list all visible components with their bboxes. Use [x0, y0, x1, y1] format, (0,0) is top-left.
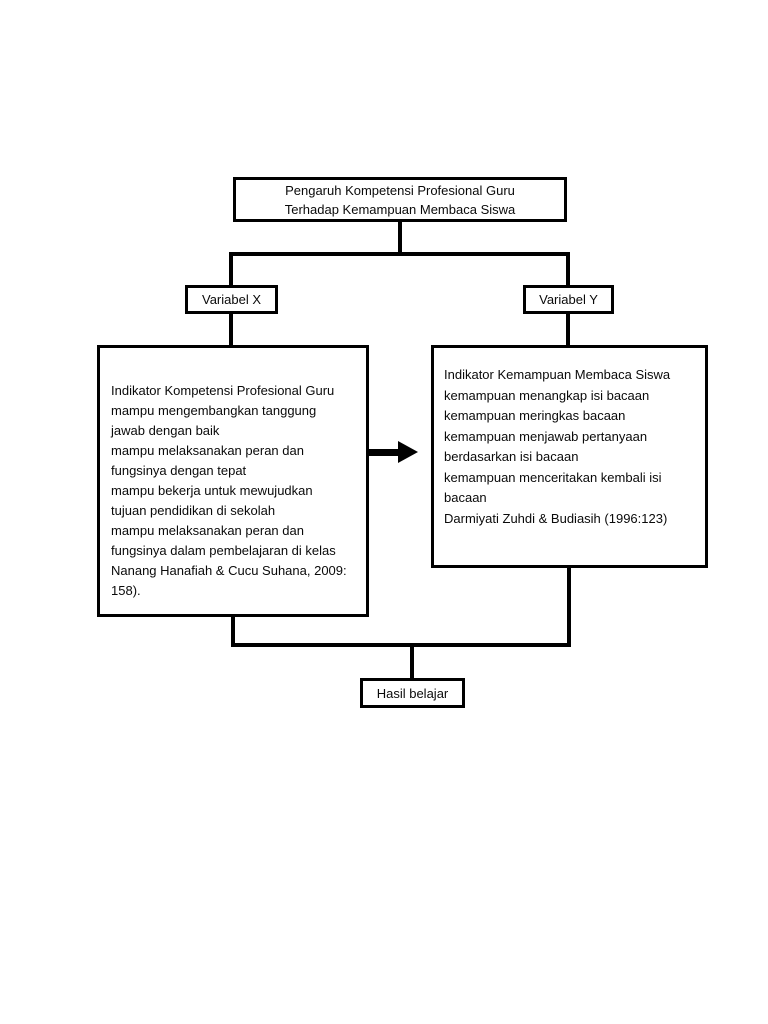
connector-indicator-x-down	[231, 615, 235, 647]
connector-top-horizontal	[229, 252, 570, 256]
flow-arrow-icon	[368, 441, 418, 463]
indicator-y-box: Indikator Kemampuan Membaca Siswa kemamp…	[431, 345, 708, 568]
variable-x-box: Variabel X	[185, 285, 278, 314]
indicator-x-box: Indikator Kompetensi Profesional Guru ma…	[97, 345, 369, 617]
connector-title-down	[398, 220, 402, 255]
title-box: Pengaruh Kompetensi Profesional Guru Ter…	[233, 177, 567, 222]
connector-indicator-y-down	[567, 566, 571, 647]
connector-y-branch-down	[566, 252, 570, 286]
flow-arrow-head	[398, 441, 418, 463]
variable-y-box: Variabel Y	[523, 285, 614, 314]
connector-x-branch-down	[229, 252, 233, 286]
connector-y-to-indicator	[566, 313, 570, 347]
connector-bottom-horizontal	[231, 643, 571, 647]
flow-arrow-stem	[368, 449, 400, 456]
connector-result-down	[410, 645, 414, 679]
connector-x-to-indicator	[229, 313, 233, 347]
result-box: Hasil belajar	[360, 678, 465, 708]
